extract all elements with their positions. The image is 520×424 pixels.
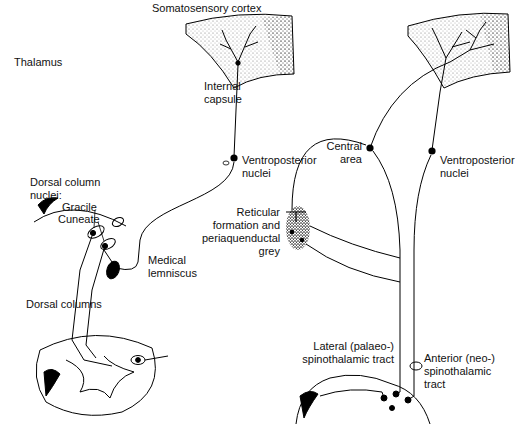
spinal-cord-section xyxy=(66,356,134,398)
thalamocortical-axon xyxy=(234,65,238,157)
medulla-section xyxy=(102,243,107,248)
spinal-cord-section xyxy=(136,358,141,363)
spinal-cord-section xyxy=(390,406,395,411)
thalamocortical-axon xyxy=(432,58,446,150)
cortical-neuron xyxy=(220,26,258,62)
reticular-fibre xyxy=(306,244,400,282)
cortex-slab xyxy=(480,14,510,74)
cortex-slab xyxy=(186,14,294,88)
structure-label: Ventroposterior nuclei xyxy=(440,154,520,180)
thalamic-neuron xyxy=(223,161,229,165)
cortex-slab xyxy=(186,14,294,88)
thalamic-neuron xyxy=(230,154,237,161)
reticular-fibre xyxy=(292,139,366,210)
structure-label: Internal capsule xyxy=(204,80,252,106)
spinal-cord-section xyxy=(382,392,414,400)
structure-label: Ventroposterior nuclei xyxy=(242,154,324,180)
structure-label: Thalamus xyxy=(14,56,84,69)
thalamic-neuron xyxy=(366,144,435,154)
cortex-slab xyxy=(262,16,294,75)
structure-label: Lateral (palaeo-) spinothalamic tract xyxy=(300,340,394,366)
spinal-cord-section xyxy=(296,362,430,424)
reticular-formation xyxy=(286,212,306,222)
spinal-cord-section xyxy=(131,356,145,365)
medulla-section xyxy=(111,216,125,229)
spinal-cord-section xyxy=(300,391,318,418)
spinal-cord-section xyxy=(145,356,168,360)
spinal-cord-section xyxy=(36,335,168,415)
spinal-cord-section xyxy=(320,390,382,396)
structure-label: Cuneate xyxy=(58,213,118,226)
reticular-formation xyxy=(300,238,304,242)
cortical-neuron xyxy=(220,26,258,65)
cortex-slab xyxy=(408,13,510,88)
thalamic-neuron xyxy=(428,147,435,154)
cortical-neuron xyxy=(236,61,240,65)
medulla-section xyxy=(90,230,95,235)
structure-label: Dorsal column nuclei: xyxy=(30,176,106,202)
thalamocortical-axon xyxy=(370,50,470,148)
reticular-formation xyxy=(286,206,310,250)
reticular-formation xyxy=(286,206,310,250)
spinal-cord-section xyxy=(410,362,422,370)
thalamic-neuron xyxy=(223,154,238,165)
thalamocortical-axon xyxy=(370,50,470,150)
medulla-section xyxy=(34,198,126,281)
medulla-section xyxy=(104,259,121,280)
structure-label: Medical lemniscus xyxy=(148,254,202,280)
structure-label: Gracile xyxy=(62,201,122,214)
cortex-slab xyxy=(408,13,510,88)
structure-label: Reticular formation and periaquenductal … xyxy=(202,206,280,258)
structure-label: Somatosensory cortex xyxy=(152,2,302,15)
thalamic-neuron xyxy=(366,144,373,151)
cortical-terminals xyxy=(466,22,494,50)
thalamocortical-axon xyxy=(234,65,238,157)
structure-label: Anterior (neo-) spinothalamic tract xyxy=(424,352,498,391)
spinal-cord-section xyxy=(36,335,155,415)
spinal-cord-section xyxy=(44,369,60,396)
structure-label: Dorsal columns xyxy=(26,298,126,311)
reticular-fibre xyxy=(310,226,400,258)
medulla-section xyxy=(99,236,117,252)
cortical-terminals xyxy=(432,22,494,58)
lemniscus-fibre xyxy=(104,162,234,270)
spinal-cord-section xyxy=(296,375,430,424)
lemniscus-fibre xyxy=(104,162,234,270)
structure-label: Central area xyxy=(322,140,362,166)
reticular-formation xyxy=(290,230,294,234)
